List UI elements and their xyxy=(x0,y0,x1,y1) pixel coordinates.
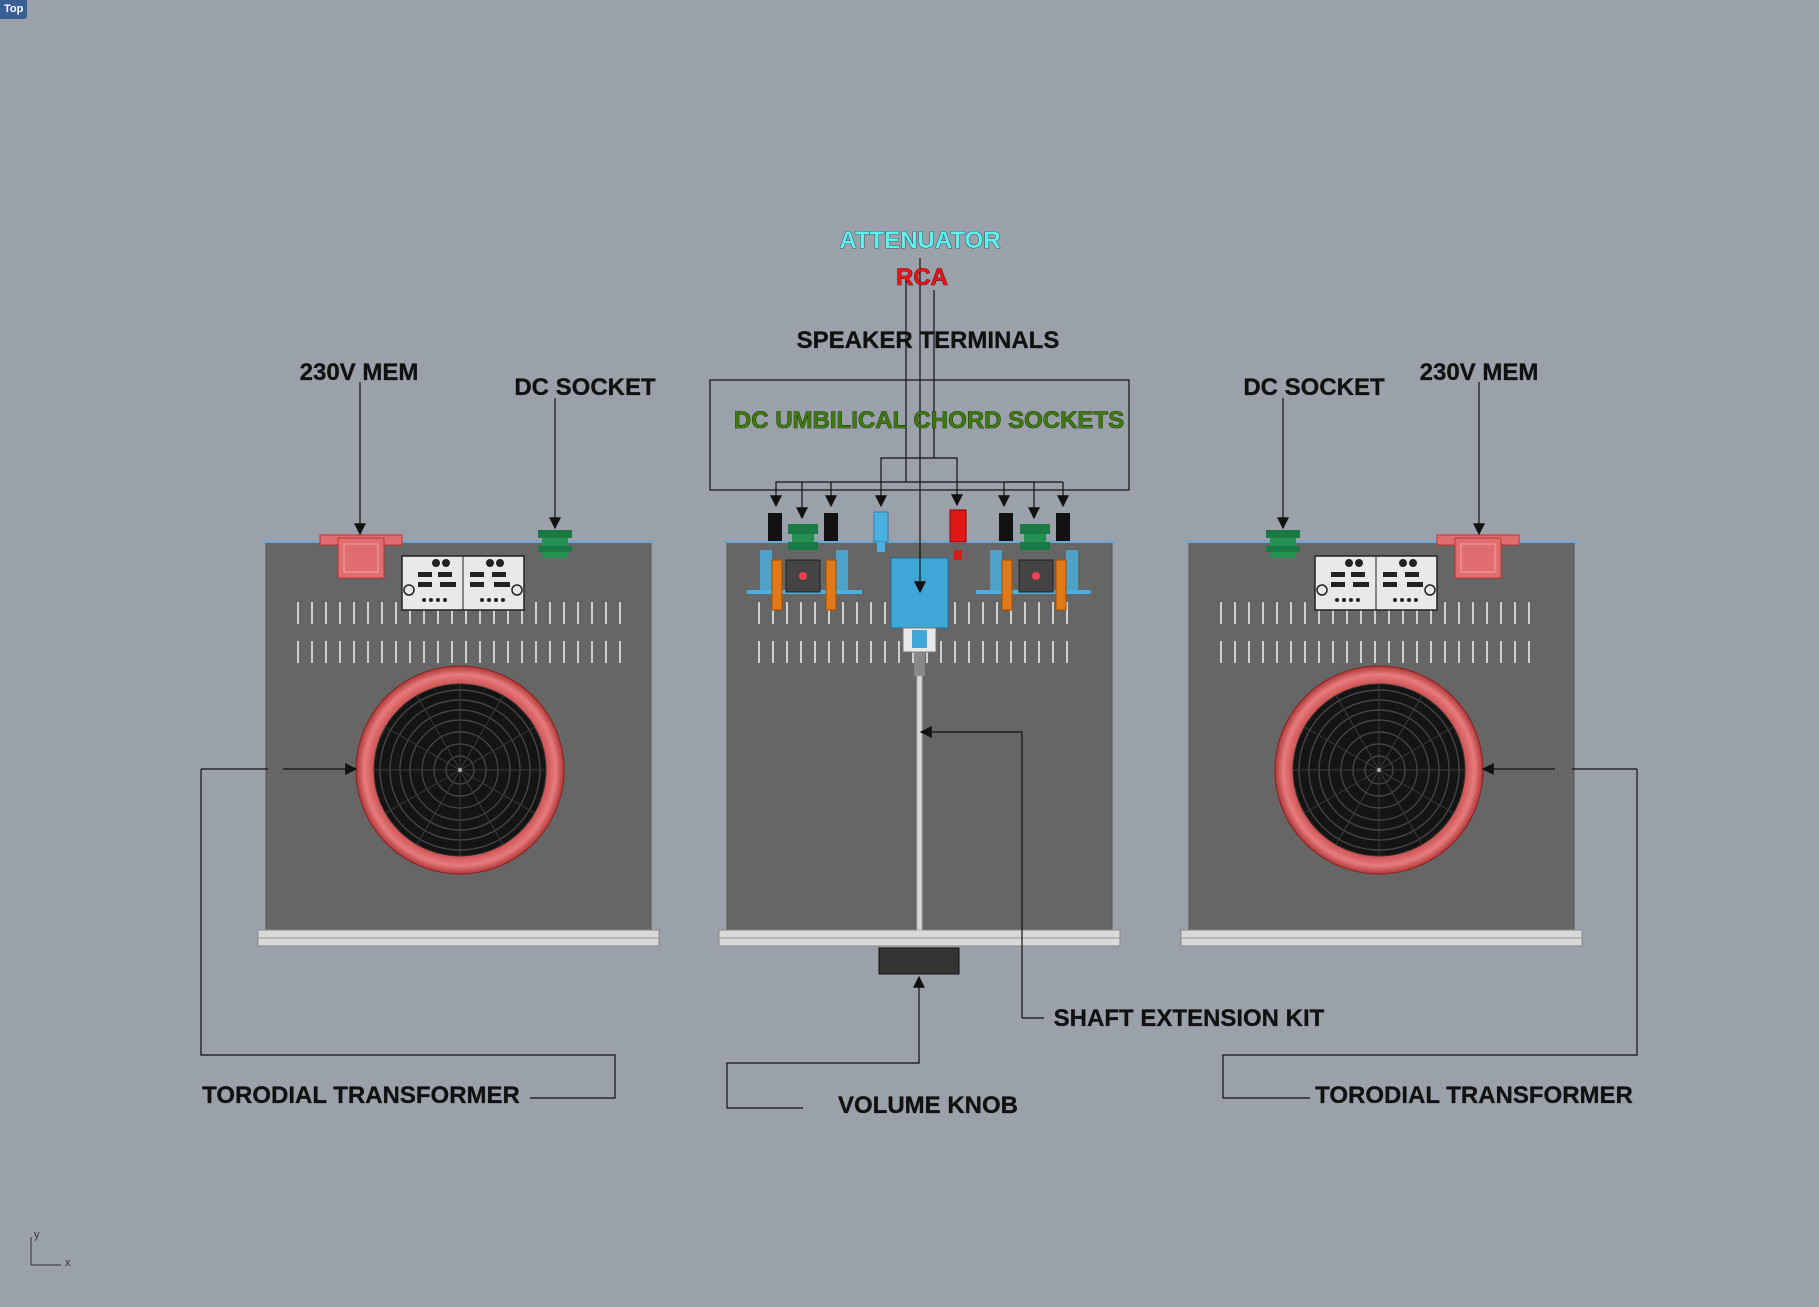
left-dc-socket xyxy=(538,530,572,558)
mem-left-label: 230V MEM xyxy=(300,359,419,386)
winding-spoke xyxy=(459,726,535,771)
winding-spoke xyxy=(1378,769,1454,814)
winding-spoke xyxy=(459,769,535,814)
right-channel-output-stage xyxy=(976,513,1091,611)
attenuator-label: ATTENUATOR xyxy=(839,227,1000,254)
right-toroidal-transformer xyxy=(1274,665,1484,875)
dc-umbilical-label: DC UMBILICAL CHORD SOCKETS xyxy=(734,407,1124,434)
center-bolt xyxy=(458,768,462,772)
winding-spoke xyxy=(1304,769,1380,814)
winding-spoke xyxy=(1335,769,1380,845)
center-bolt xyxy=(1377,768,1381,772)
left-rectifier-board xyxy=(401,555,525,611)
left-channel-output-stage xyxy=(747,513,862,611)
right-vent-slots xyxy=(1220,602,1530,663)
mem-right-label: 230V MEM xyxy=(1420,359,1539,386)
axis-y-label: y xyxy=(34,1229,40,1241)
left-power-supply-unit xyxy=(257,530,660,947)
right-dc-socket xyxy=(1266,530,1300,558)
rca-label: RCA xyxy=(896,264,948,291)
winding-spoke xyxy=(385,769,461,814)
winding-spoke xyxy=(1378,769,1423,845)
winding-spoke xyxy=(1335,695,1380,771)
right-rectifier-board xyxy=(1314,555,1438,611)
right-power-supply-unit xyxy=(1180,530,1583,947)
volume-knob-label: VOLUME KNOB xyxy=(838,1092,1018,1119)
winding-spoke xyxy=(416,769,461,845)
winding-spoke xyxy=(1378,726,1454,771)
volume-knob xyxy=(878,947,960,975)
axis-x-label: x xyxy=(65,1257,71,1269)
rca-input-jacks xyxy=(873,509,967,560)
callout-labels: ATTENUATOR RCA SPEAKER TERMINALS DC UMBI… xyxy=(202,227,1633,1119)
left-toroidal-transformer xyxy=(355,665,565,875)
toroid-right-label: TORODIAL TRANSFORMER xyxy=(1315,1082,1633,1109)
winding-spoke xyxy=(1304,726,1380,771)
winding-spoke xyxy=(385,726,461,771)
winding-spoke xyxy=(459,769,504,845)
center-amplifier-unit xyxy=(718,509,1121,975)
toroid-left-label: TORODIAL TRANSFORMER xyxy=(202,1082,520,1109)
left-230v-mem-inlet xyxy=(319,534,403,579)
axis-triad: x y xyxy=(30,1229,71,1269)
shaft-extension-label: SHAFT EXTENSION KIT xyxy=(1054,1005,1325,1032)
winding-spoke xyxy=(459,695,504,771)
speaker-terminals-label: SPEAKER TERMINALS xyxy=(797,327,1060,354)
winding-spoke xyxy=(1378,695,1423,771)
dc-socket-right-label: DC SOCKET xyxy=(1243,374,1385,401)
viewport-name-tab[interactable]: Top xyxy=(0,0,28,19)
winding-spoke xyxy=(416,695,461,771)
leader-lines xyxy=(200,258,1638,1109)
dc-socket-left-label: DC SOCKET xyxy=(514,374,656,401)
